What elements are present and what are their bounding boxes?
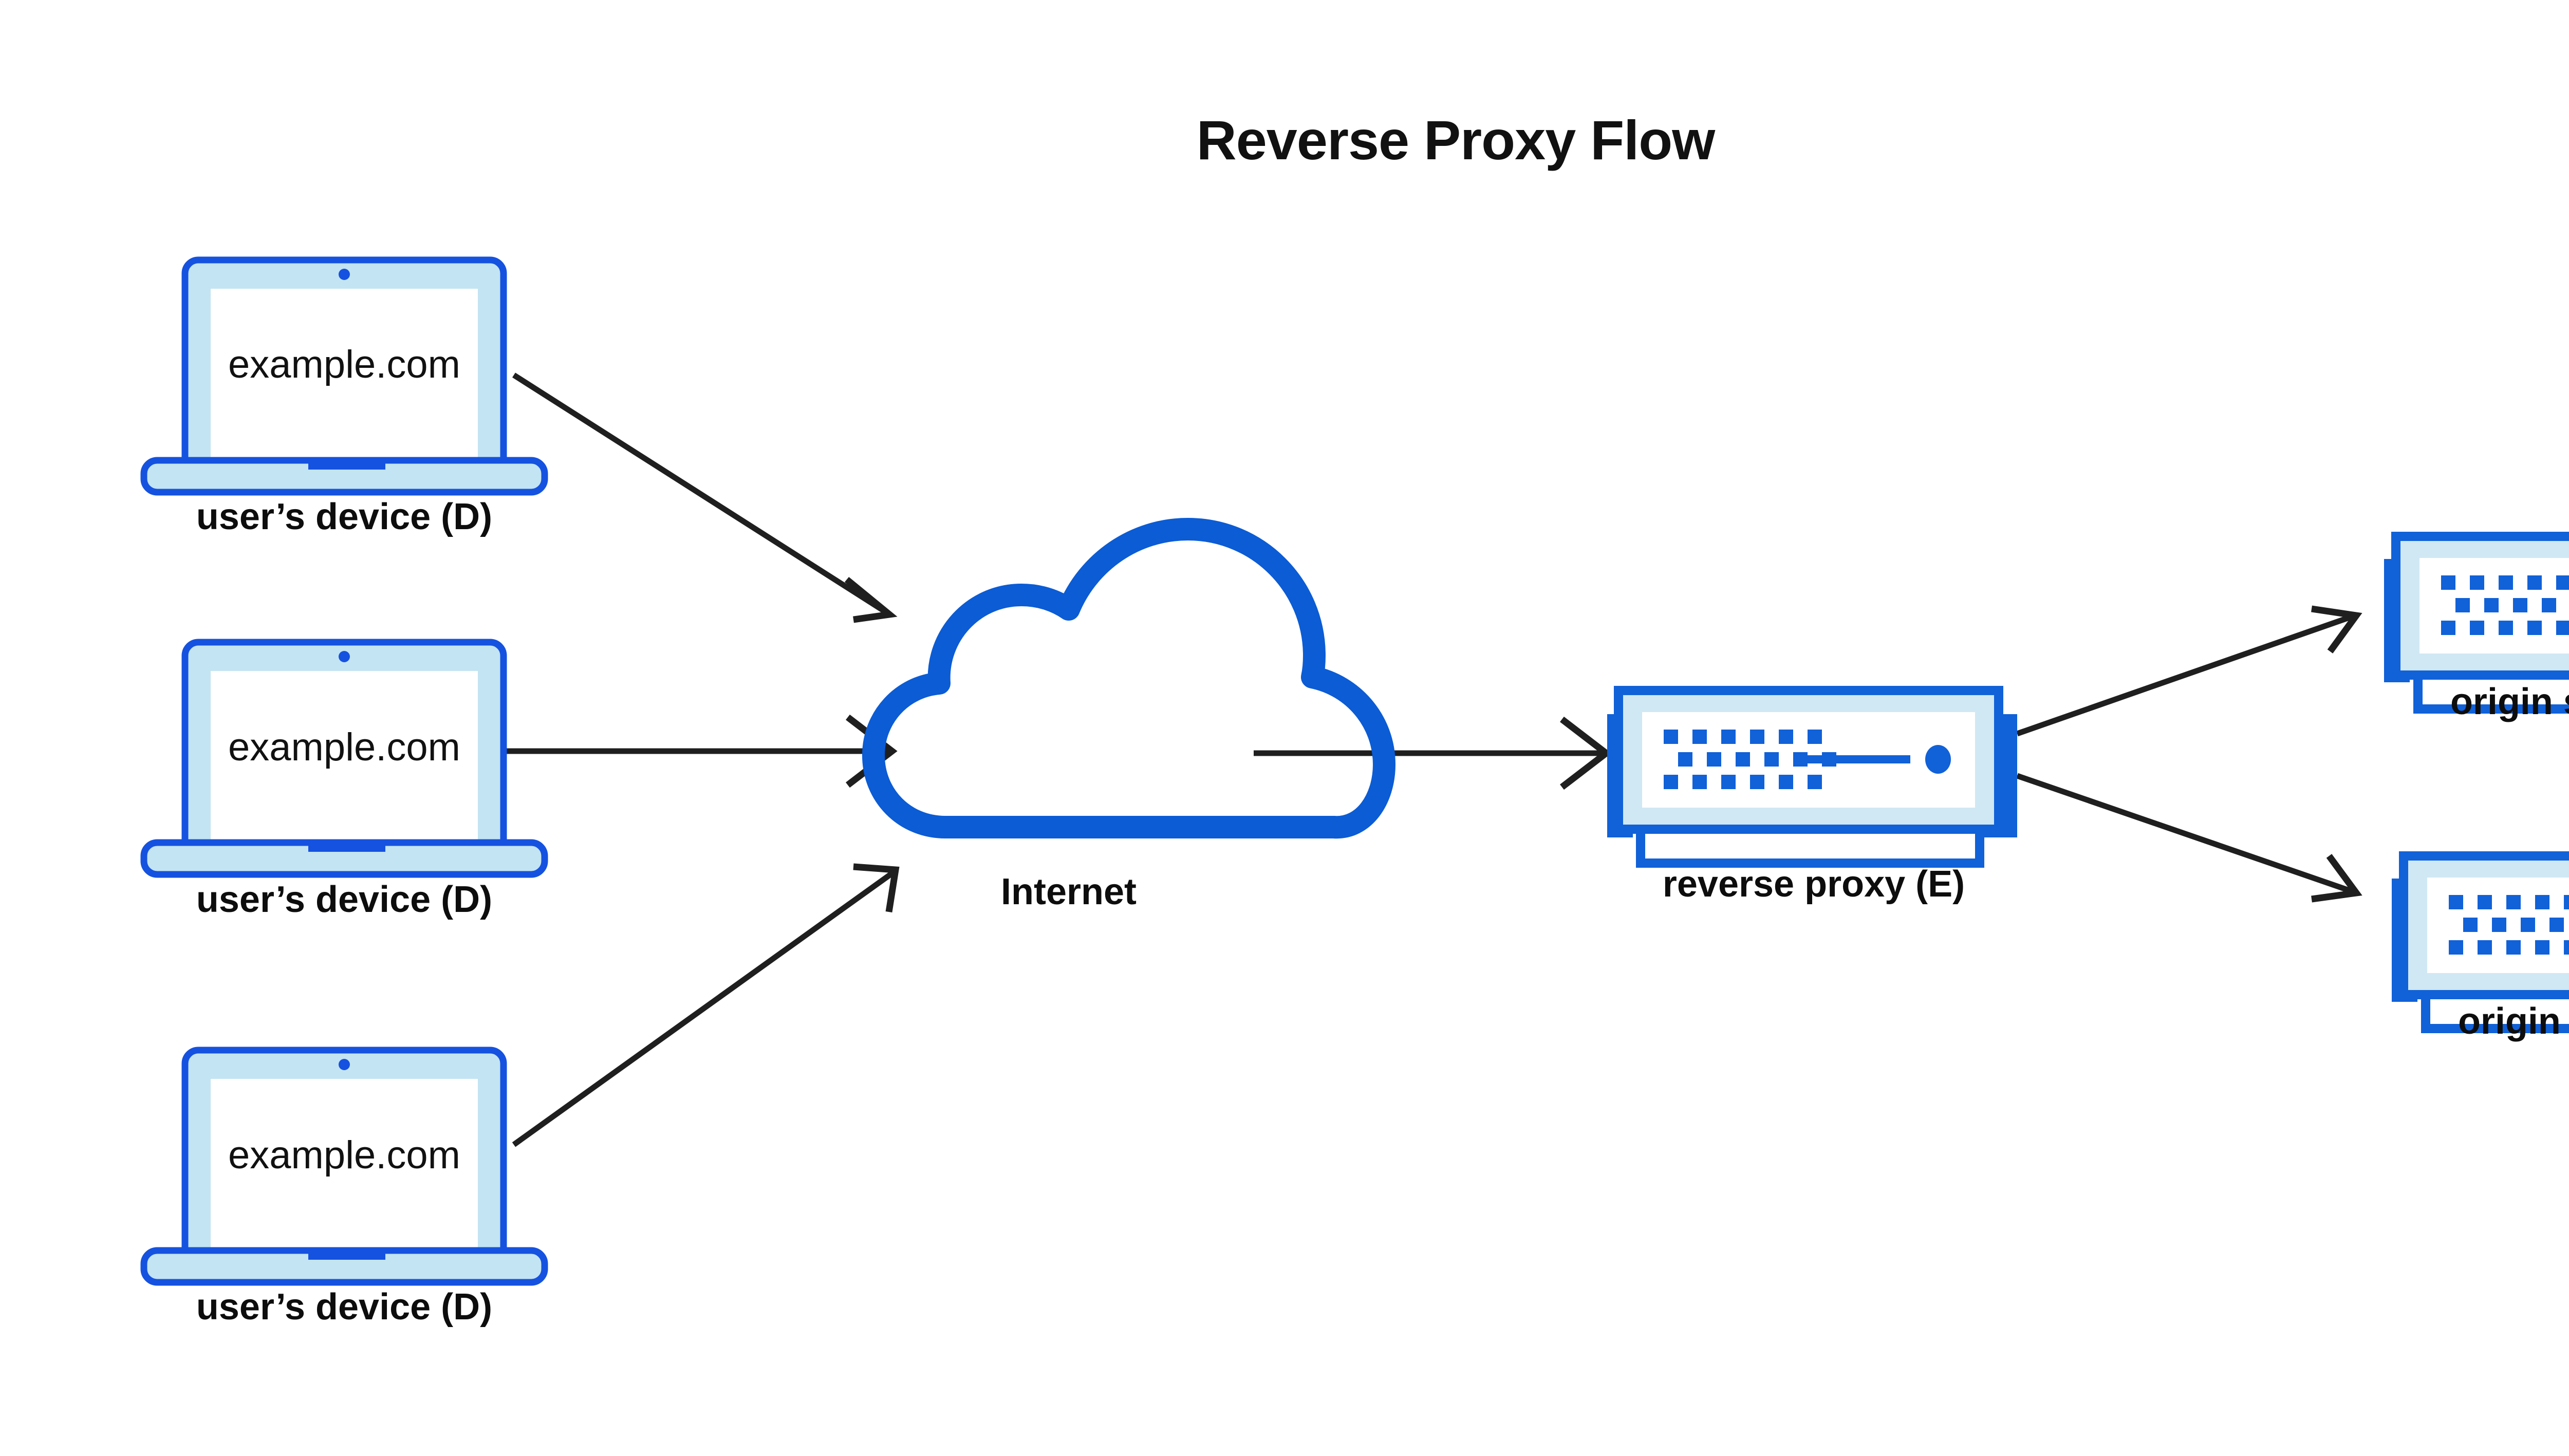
server-icon — [1607, 686, 2017, 868]
laptop-screen-text: example.com — [228, 725, 460, 769]
node-label-origin-top: origin server (F) — [2450, 681, 2569, 722]
laptop-icon — [140, 1047, 548, 1286]
laptop-screen-text: example.com — [228, 1133, 460, 1177]
edge-proxy-to-origin-top — [2016, 605, 2362, 737]
server-port-grid — [2441, 575, 2569, 635]
node-client-top[interactable]: example.com user’s device (D) — [140, 256, 548, 537]
server-icon — [2392, 851, 2569, 1033]
server-led-icon — [1925, 745, 1951, 774]
server-port-grid — [1664, 730, 1836, 789]
node-label-reverse-proxy: reverse proxy (E) — [1663, 864, 1965, 905]
node-label-client-middle: user’s device (D) — [196, 879, 492, 920]
edge-client-middle-to-internet — [506, 714, 898, 788]
edge-client-bottom-to-internet — [512, 863, 900, 1147]
node-origin-bottom[interactable]: origin server (F) — [2392, 851, 2569, 1042]
server-icon — [2384, 532, 2569, 714]
node-label-internet: Internet — [1001, 871, 1137, 912]
node-client-middle[interactable]: example.com user’s device (D) — [140, 639, 548, 920]
node-reverse-proxy[interactable]: reverse proxy (E) — [1607, 686, 2017, 905]
page-title: Reverse Proxy Flow — [1197, 109, 1716, 171]
node-label-origin-bottom: origin server (F) — [2458, 1001, 2569, 1042]
node-origin-top[interactable]: origin server (F) — [2384, 532, 2569, 722]
edge-client-top-to-internet — [512, 372, 898, 623]
laptop-icon — [140, 639, 548, 878]
edge-internet-to-proxy — [1254, 716, 1612, 790]
edge-proxy-to-origin-bottom — [2016, 773, 2362, 903]
laptop-screen-text: example.com — [228, 343, 460, 386]
node-client-bottom[interactable]: example.com user’s device (D) — [140, 1047, 548, 1328]
node-label-client-bottom: user’s device (D) — [196, 1286, 492, 1328]
server-port-grid — [2449, 895, 2569, 955]
server-status-line — [1808, 755, 1910, 763]
node-internet[interactable]: Internet — [862, 518, 1395, 912]
node-label-client-top: user’s device (D) — [196, 496, 492, 537]
cloud-icon — [862, 518, 1395, 839]
laptop-icon — [140, 256, 548, 496]
